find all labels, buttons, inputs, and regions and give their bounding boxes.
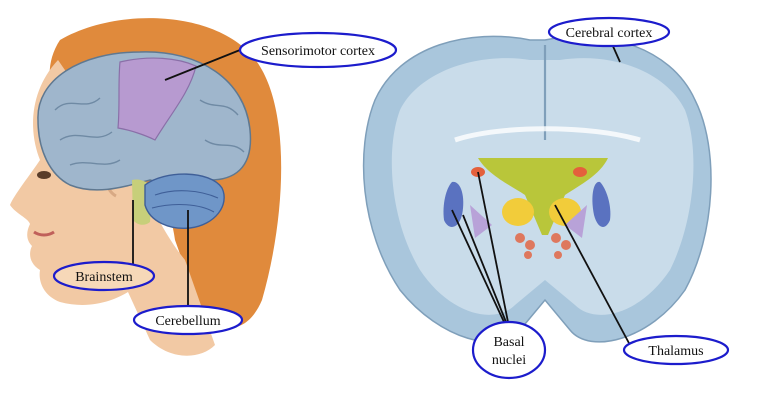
pallidus-right [565,205,587,238]
label-cerebral: Cerebral cortex [547,16,671,48]
leader-basal-2 [462,214,507,323]
leader-sensorimotor [164,47,246,81]
label-basal: Basal nuclei [471,320,547,380]
leader-thalamus [554,204,631,346]
caudate-right [573,167,587,177]
coronal-section [362,35,712,343]
sensorimotor-region [117,57,197,141]
label-thalamus-text: Thalamus [648,344,703,359]
thalamus-left [502,198,534,226]
label-basal-line1: Basal [493,335,524,350]
label-sensorimotor-text: Sensorimotor cortex [261,44,375,59]
putamen-left [443,181,464,227]
ventricle [478,158,608,235]
label-brainstem-text: Brainstem [75,270,133,285]
label-thalamus: Thalamus [622,334,730,366]
label-cerebral-text: Cerebral cortex [566,26,653,41]
label-brainstem: Brainstem [52,260,156,292]
label-cerebellum: Cerebellum [132,304,244,336]
subthalamic-cluster [515,233,571,259]
label-sensorimotor: Sensorimotor cortex [238,31,398,69]
putamen-right [592,181,611,227]
label-cerebellum-text: Cerebellum [155,314,220,329]
label-basal-line2: nuclei [492,353,526,368]
pallidus-left [470,205,492,238]
eye [37,171,51,179]
cerebellum-region [144,173,225,229]
leader-basal-3 [451,209,505,323]
head-illustration [10,18,282,356]
leader-basal-1 [477,171,509,323]
